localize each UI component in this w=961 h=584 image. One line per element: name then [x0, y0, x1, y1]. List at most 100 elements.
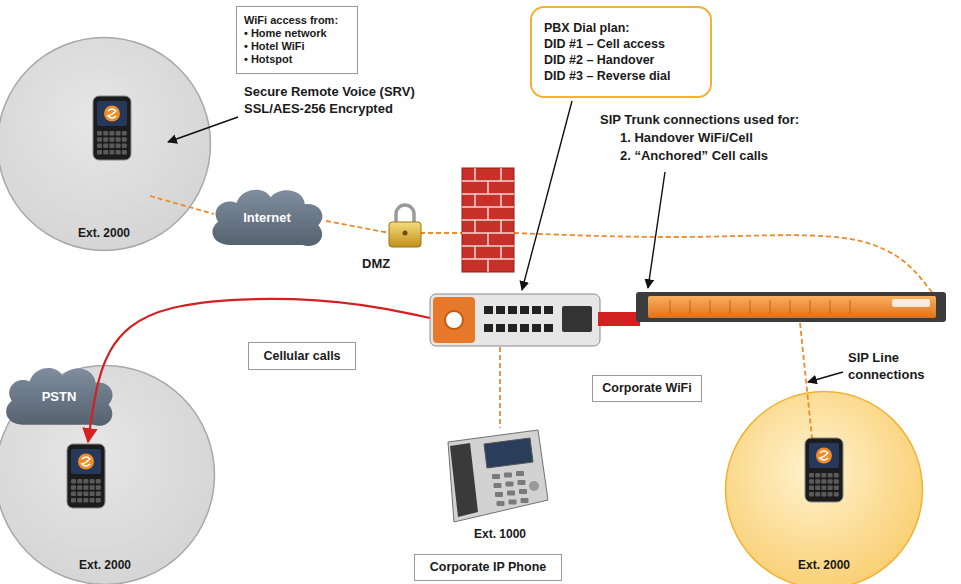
smartphone-key [815, 492, 820, 497]
brick-joint [474, 220, 476, 233]
smartphone-logo-mark [82, 457, 90, 466]
smartphone-key [109, 144, 114, 149]
ip-phone-key [494, 483, 502, 488]
switch-port [508, 306, 517, 314]
note-label: 1. Handover WiFi/Cell [620, 130, 753, 147]
zone-circle [0, 38, 211, 251]
note-label: SIP Trunk connections used for: [600, 112, 799, 129]
smartphone-key [109, 150, 114, 155]
smartphone-key [809, 473, 814, 478]
smartphone-key [122, 131, 127, 136]
voice-path [326, 221, 390, 233]
node-body: WiFi access from:• Home network• Hotel W… [244, 14, 350, 67]
brick-joint [487, 207, 489, 220]
smartphone-key [77, 498, 82, 503]
node-body: PSTN [0, 360, 118, 432]
smartphone-key [109, 137, 114, 142]
smartphone-key [97, 137, 102, 142]
smartphone-screen [71, 449, 101, 474]
node-body: PBX Dial plan:DID #1 – Cell accessDID #2… [544, 20, 698, 85]
call-label-box: Cellular calls [248, 342, 356, 370]
note-label: SIP Line connections [848, 350, 948, 384]
zone-circle [0, 366, 215, 584]
ip-phone-key [504, 473, 512, 478]
cloud [6, 368, 112, 426]
smartphone-key [96, 485, 101, 490]
switch-port [484, 324, 493, 332]
smartphone-key [77, 492, 82, 497]
switch-port [496, 306, 505, 314]
voice-path [150, 196, 214, 214]
ip-phone-key [495, 492, 503, 497]
extension-label: Ext. 1000 [474, 527, 526, 543]
wifi-label-box: Corporate WiFi [592, 375, 702, 402]
smartphone-key [116, 131, 121, 136]
switch-port [508, 324, 517, 332]
smartphone-key [821, 473, 826, 478]
smartphone-key [828, 492, 833, 497]
brick-joint [487, 233, 489, 246]
smartphone-key [834, 479, 839, 484]
node-text: WiFi access from: [244, 14, 338, 27]
smartphone-key [97, 144, 102, 149]
switch-port [532, 306, 541, 314]
smartphone-key [90, 479, 95, 484]
rack-vent [750, 300, 751, 314]
smartphone-logo [78, 454, 94, 470]
cellular-arrow [88, 299, 430, 442]
smartphone-key [122, 150, 127, 155]
brick-joint [487, 259, 489, 272]
smartphone-key [90, 492, 95, 497]
note-label: SSL/AES-256 Encrypted [244, 101, 393, 118]
brick-joint [474, 246, 476, 259]
node-text: DID #1 – Cell access [544, 36, 665, 52]
voice-path [514, 233, 932, 292]
lock-shackle [396, 205, 414, 224]
switch-port [544, 306, 553, 314]
smartphone-logo [104, 106, 120, 122]
smartphone-logo-mark [108, 109, 116, 118]
dial-plan-box: PBX Dial plan:DID #1 – Cell accessDID #2… [530, 6, 712, 98]
node-body: Corporate IP Phone [423, 560, 553, 575]
smartphone-key [834, 486, 839, 491]
switch-port [484, 306, 493, 314]
rack-vent [810, 300, 811, 314]
smartphone-key [96, 492, 101, 497]
smartphone-key [116, 137, 121, 142]
switch-panel [433, 297, 475, 343]
zone-circle [726, 392, 923, 584]
smartphone-key [103, 137, 108, 142]
rack-vent [770, 300, 771, 314]
brick-joint [500, 194, 502, 207]
switch-connector [562, 306, 592, 332]
dial-plan-pointer [522, 101, 572, 290]
smartphone-key [809, 479, 814, 484]
node-text: Ext. 2000 [724, 558, 924, 572]
ip-phone-key [519, 489, 527, 494]
switch-port [520, 324, 529, 332]
smartphone-logo-mark [820, 451, 828, 460]
smartphone-key [90, 498, 95, 503]
smartphone-key [96, 498, 101, 503]
brick-joint [474, 168, 476, 181]
smartphone-key [71, 492, 76, 497]
node-text: • Hotel WiFi [244, 40, 305, 53]
node-body: Cellular calls [257, 349, 347, 364]
ip-phone-key [509, 500, 517, 505]
rack-vent [850, 300, 851, 314]
node-text: PSTN [42, 389, 77, 404]
rack-vent [830, 300, 831, 314]
smartphone-key [83, 498, 88, 503]
note-label: 2. “Anchored” Cell calls [620, 148, 768, 165]
callout-box: WiFi access from:• Home network• Hotel W… [236, 6, 358, 74]
ip-phone-key [497, 501, 505, 506]
smartphone-key [821, 486, 826, 491]
node-body: Ext. 2000 [0, 558, 216, 572]
smartphone-screen [97, 101, 127, 126]
smartphone-body [67, 444, 105, 508]
node-text: Ext. 2000 [0, 226, 212, 240]
node-text: Internet [243, 210, 291, 225]
smartphone-key [109, 131, 114, 136]
smartphone-key [821, 492, 826, 497]
